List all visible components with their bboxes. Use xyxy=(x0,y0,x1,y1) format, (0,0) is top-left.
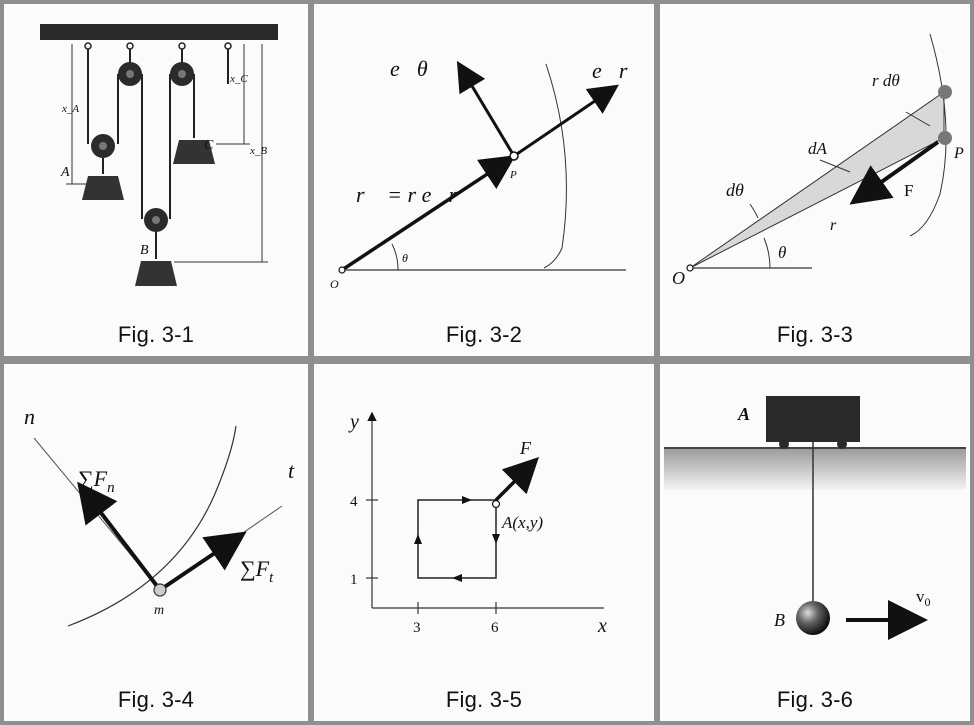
label-A-point: A(x,y) xyxy=(501,513,543,532)
label-B: B xyxy=(140,243,149,258)
label-xB: x_B xyxy=(249,145,267,157)
label-P: P xyxy=(953,145,964,162)
label-xA: x_A xyxy=(61,103,79,115)
label-e-r: e⃗r xyxy=(592,58,628,83)
figure-caption: Fig. 3-2 xyxy=(445,322,523,347)
figure-caption: Fig. 3-6 xyxy=(776,687,854,712)
label-t: t xyxy=(288,458,295,483)
tick-label-x-6: 6 xyxy=(491,620,499,636)
closed-path-work-diagram: y x F⃗ A(x,y) 4 1 3 6 xyxy=(348,411,607,637)
label-C: C xyxy=(204,138,214,153)
label-e-theta: e⃗θ xyxy=(390,56,428,81)
label-xC: x_C xyxy=(229,73,248,85)
label-n: n xyxy=(24,404,35,429)
label-y-axis: y xyxy=(348,411,359,433)
label-dA: dA xyxy=(808,139,828,158)
figure-3-1: x_A x_C x_B A C B Fig. 3-1 xyxy=(4,4,308,356)
normal-tangential-forces-diagram: n t ∑Fn ∑Ft m xyxy=(24,404,295,627)
label-r-dtheta: r dθ xyxy=(872,71,900,90)
figure-caption: Fig. 3-4 xyxy=(117,687,195,712)
label-v0: v0 xyxy=(916,587,931,609)
label-F: F⃗ xyxy=(519,438,545,458)
figure-3-5: y x F⃗ A(x,y) 4 1 3 6 Fig. 3-5 xyxy=(314,364,654,721)
figure-3-6: A B v0 Fig. 3-6 xyxy=(660,364,970,721)
label-F: F xyxy=(904,181,913,200)
areal-velocity-diagram: r dθ dA dθ P F r θ O xyxy=(672,33,964,288)
label-A: A xyxy=(737,404,750,424)
polar-coordinates-diagram: e⃗θ e⃗r r⃗ = r e⃗r P θ O xyxy=(330,56,628,291)
label-x-axis: x xyxy=(597,615,607,637)
pulley-system-diagram: x_A x_C x_B A C B xyxy=(40,24,278,286)
label-P: P xyxy=(509,169,517,181)
figure-3-4: n t ∑Fn ∑Ft m Fig. 3-4 xyxy=(4,364,308,721)
label-dtheta: dθ xyxy=(726,180,744,200)
label-A: A xyxy=(60,165,70,180)
label-position-vector: r⃗ = r e⃗r xyxy=(356,182,457,207)
label-r: r xyxy=(830,217,837,234)
label-sum-Fn: ∑Fn xyxy=(78,466,115,496)
figure-caption: Fig. 3-1 xyxy=(117,322,195,347)
label-m: m xyxy=(154,603,164,618)
figure-caption: Fig. 3-3 xyxy=(776,322,854,347)
tick-label-y-4: 4 xyxy=(350,494,358,510)
label-O: O xyxy=(672,268,685,288)
figure-3-2: e⃗θ e⃗r r⃗ = r e⃗r P θ O Fig. 3-2 xyxy=(314,4,654,356)
label-theta: θ xyxy=(402,251,408,265)
label-theta: θ xyxy=(778,243,786,262)
label-O: O xyxy=(330,277,339,291)
figure-caption: Fig. 3-5 xyxy=(445,687,523,712)
cart-pendulum-diagram: A B v0 xyxy=(664,396,966,640)
tick-label-x-3: 3 xyxy=(413,620,421,636)
label-B: B xyxy=(774,610,785,630)
label-sum-Ft: ∑Ft xyxy=(240,556,274,586)
figure-3-3: r dθ dA dθ P F r θ O Fig. 3-3 xyxy=(660,4,970,356)
tick-label-y-1: 1 xyxy=(350,572,358,588)
